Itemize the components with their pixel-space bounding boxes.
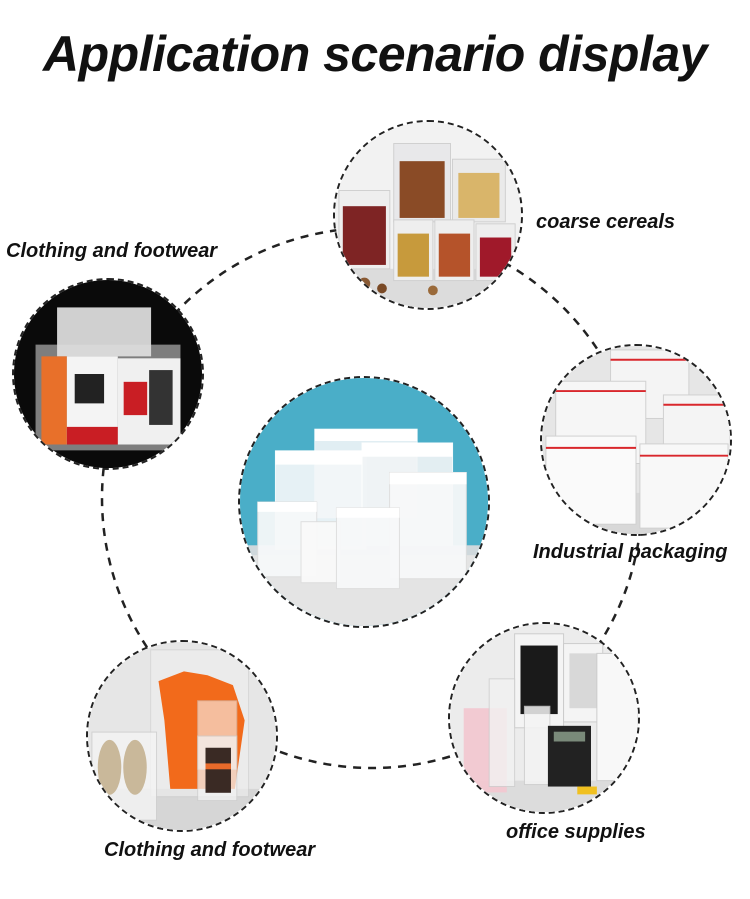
books-photo [12,278,204,470]
clothing-photo [86,640,278,832]
center-bags-photo [238,376,490,628]
industrial-photo [540,344,732,536]
scenario-label-clothing-top: Clothing and footwear [6,240,218,262]
scenario-label-cereals: coarse cereals [536,211,676,233]
cereals-photo [333,120,523,310]
scenario-label-clothing-bottom: Clothing and footwear [104,839,316,861]
office-photo [448,622,640,814]
page-title: Application scenario display [43,26,707,82]
scenario-label-office: office supplies [506,821,646,843]
scenario-label-industrial: Industrial packaging [533,541,728,563]
